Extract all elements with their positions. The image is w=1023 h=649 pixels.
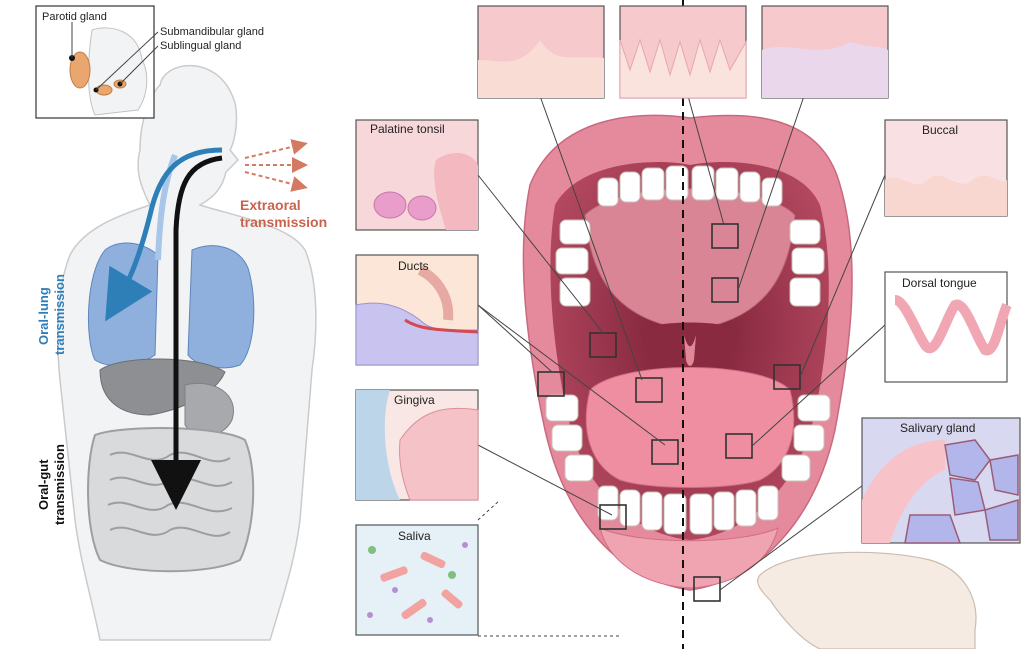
- palatine-tonsil-panel: [356, 120, 478, 230]
- saliva-label: Saliva: [398, 529, 431, 543]
- histology-panel-top-3: [762, 6, 888, 98]
- gingiva-label: Gingiva: [394, 393, 435, 407]
- palatine-tonsil-label: Palatine tonsil: [370, 122, 445, 136]
- extraoral-transmission-label-line1: Extraoral: [240, 197, 301, 213]
- extraoral-arrows: [245, 145, 300, 186]
- extraoral-transmission-label-line2: transmission: [240, 214, 327, 230]
- sublingual-gland-label: Sublingual gland: [160, 40, 241, 52]
- finger: [758, 552, 976, 649]
- salivary-gland-panel: [862, 418, 1020, 543]
- salivary-gland-label: Salivary gland: [900, 421, 975, 435]
- intestines: [88, 428, 253, 571]
- oral-gut-label-line1: Oral-gut: [36, 459, 51, 510]
- oral-lung-label-line1: Oral-lung: [36, 287, 51, 345]
- histology-panel-top-1: [478, 6, 604, 98]
- parotid-gland-label: Parotid gland: [42, 11, 107, 23]
- oral-lung-label-line2: transmission: [52, 274, 67, 355]
- tongue: [586, 368, 794, 488]
- right-lung: [188, 246, 254, 368]
- histology-panel-top-2: [620, 6, 746, 98]
- dorsal-tongue-label: Dorsal tongue: [902, 276, 977, 290]
- oral-gut-label-line2: transmission: [52, 444, 67, 525]
- left-lung: [88, 243, 158, 365]
- buccal-label: Buccal: [922, 123, 958, 137]
- ducts-label: Ducts: [398, 259, 429, 273]
- submandibular-gland-label: Submandibular gland: [160, 26, 264, 38]
- human-body-figure: [58, 66, 316, 640]
